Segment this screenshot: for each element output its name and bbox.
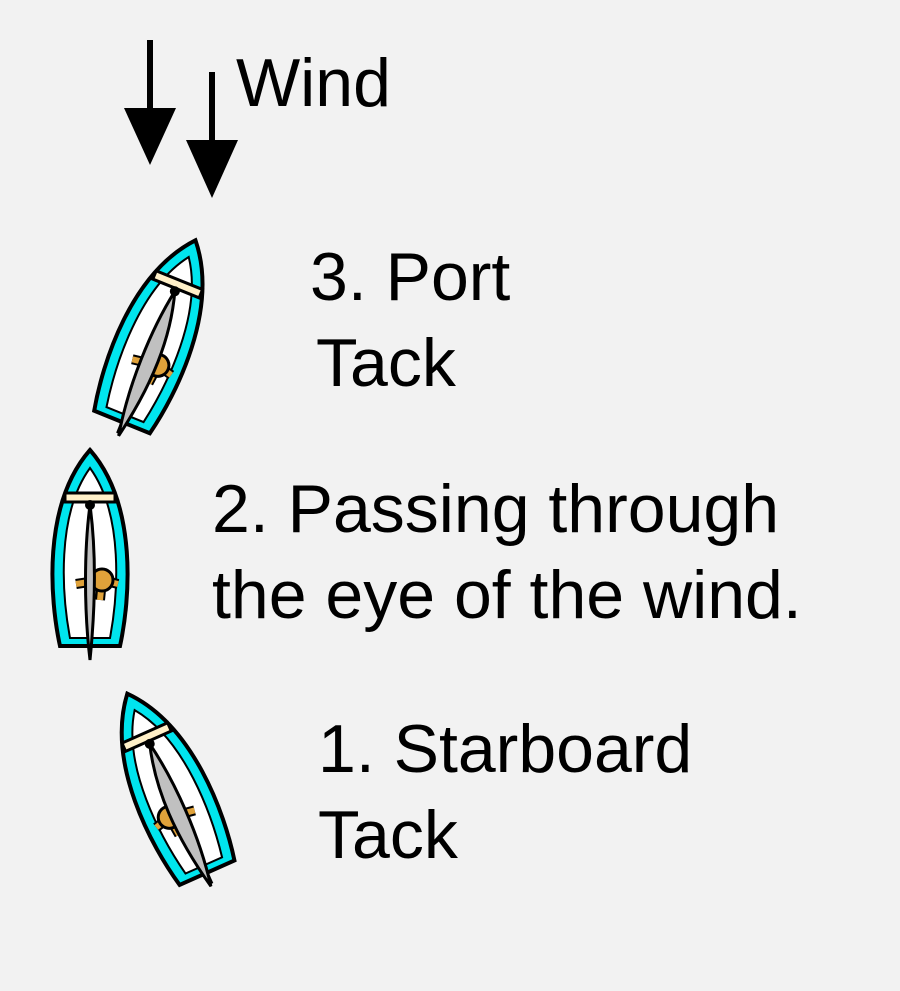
wind-arrow-icon [186, 72, 238, 198]
boat-starboard-tack [93, 678, 247, 900]
step-3-label-line2: Tack [316, 325, 456, 401]
step-2-label-line1: 2. Passing through [212, 471, 780, 547]
step-1-label-line1: 1. Starboard [318, 711, 693, 787]
wind-arrow-icon [124, 40, 176, 165]
step-2-label-line2: the eye of the wind. [212, 557, 802, 633]
boat-port-tack [82, 226, 230, 449]
boat-head-to-wind [52, 450, 127, 660]
step-1-label-line2: Tack [318, 797, 458, 873]
step-3-label-line1: 3. Port [310, 239, 511, 315]
wind-label: Wind [236, 45, 391, 121]
